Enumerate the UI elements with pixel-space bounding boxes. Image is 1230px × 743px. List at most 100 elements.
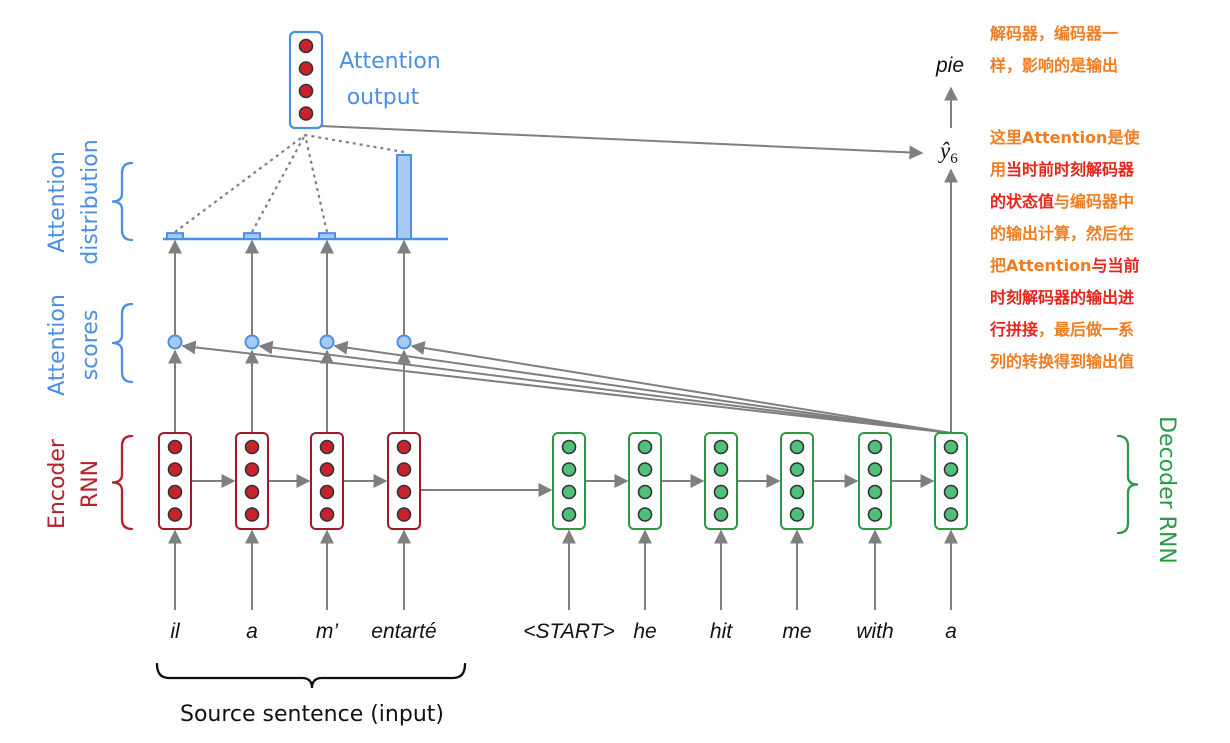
decoder-cell-6 bbox=[934, 432, 968, 530]
attention-output-unit-1 bbox=[298, 38, 314, 54]
encoder-cell-3-unit-3 bbox=[319, 484, 335, 500]
note2-line-4-segment-1: 的输出计算，然后在 bbox=[990, 224, 1135, 243]
decoder-cell-4-unit-1 bbox=[789, 439, 805, 455]
arrows-layer bbox=[168, 86, 958, 610]
encoder-word-3: m’ bbox=[316, 620, 338, 643]
dec-to-score-arrow-4 bbox=[410, 341, 952, 434]
brace-encoder-rnn bbox=[111, 434, 134, 531]
score-circle-1 bbox=[167, 334, 183, 350]
encoder-word-4: entarté bbox=[371, 620, 436, 643]
note2-line-7-segment-2: ，最后做一系 bbox=[1038, 320, 1135, 339]
y-hat-symbol: ŷ bbox=[938, 138, 951, 163]
decoder-cell-1-unit-2 bbox=[561, 462, 577, 477]
score-circle-4 bbox=[396, 334, 412, 350]
annotation-note-decoder-output: 解码器，编码器一 样，影响的是输出 bbox=[990, 18, 1118, 82]
attention-output-label-line1: Attention bbox=[339, 49, 441, 74]
encoder-cell-2-unit-2 bbox=[244, 462, 260, 477]
dec-to-score-arrow-1 bbox=[181, 340, 952, 434]
y-hat-subscript: 6 bbox=[950, 151, 958, 167]
note2-line-3: 的状态值与编码器中 bbox=[990, 186, 1139, 218]
distribution-bar-4 bbox=[396, 154, 412, 240]
decoder-word-1: <START> bbox=[523, 620, 614, 643]
attention-distribution-label-line2: distribution bbox=[78, 139, 103, 264]
note2-line-6-segment-1: 时刻解码器的输出进 bbox=[990, 288, 1135, 307]
score-circle-2 bbox=[244, 334, 260, 350]
decoder-cell-2-unit-4 bbox=[637, 507, 653, 522]
attention-output-unit-2 bbox=[298, 61, 314, 76]
decoder-cell-4-unit-3 bbox=[789, 484, 805, 500]
text-layer: Attention output Attention distribution … bbox=[45, 49, 1179, 727]
note2-line-7: 行拼接，最后做一系 bbox=[990, 314, 1139, 346]
decoder-cell-2 bbox=[628, 432, 662, 530]
decoder-cell-3-unit-4 bbox=[713, 507, 729, 522]
dec-to-score-arrow-3 bbox=[333, 340, 952, 434]
encoder-cell-2-unit-4 bbox=[244, 507, 260, 522]
shapes-layer bbox=[111, 30, 1139, 689]
encoder-cell-4 bbox=[387, 432, 421, 530]
note1-line1: 解码器，编码器一 bbox=[990, 24, 1119, 43]
attention-output-cell bbox=[288, 30, 324, 130]
decoder-cell-4-unit-4 bbox=[789, 507, 805, 522]
decoder-cell-5 bbox=[858, 432, 892, 530]
encoder-cell-2-unit-3 bbox=[244, 484, 260, 500]
decoder-cell-1-unit-1 bbox=[561, 439, 577, 455]
dist-to-output-dotted-2 bbox=[251, 134, 306, 233]
encoder-rnn-label-line2: RNN bbox=[78, 460, 103, 508]
distribution-bar-1 bbox=[166, 232, 184, 241]
dist-to-output-dotted-4 bbox=[304, 133, 405, 154]
decoder-cell-3 bbox=[704, 432, 738, 530]
encoder-cell-1-unit-4 bbox=[167, 507, 183, 522]
encoder-cell-1 bbox=[158, 432, 192, 530]
decoder-rnn-label: Decoder RNN bbox=[1154, 416, 1179, 564]
brace-source-sentence bbox=[155, 662, 467, 689]
encoder-cell-3-unit-1 bbox=[319, 439, 335, 455]
attention-output-to-yhat-arrow bbox=[319, 125, 924, 160]
attention-scores-label-line2: scores bbox=[78, 310, 103, 381]
encoder-cell-2 bbox=[235, 432, 269, 530]
attention-scores-label-line1: Attention bbox=[45, 294, 70, 396]
note2-line-1: 这里Attention是使 bbox=[990, 122, 1139, 154]
decoder-cell-3-unit-1 bbox=[713, 439, 729, 455]
note2-line-3-segment-2: 与编码器中 bbox=[1054, 192, 1135, 211]
note2-line-1-segment-1: 这里Attention是使 bbox=[990, 128, 1140, 147]
decoder-cell-1-unit-4 bbox=[561, 507, 577, 522]
decoder-cell-6-unit-3 bbox=[943, 484, 959, 500]
distribution-bar-2 bbox=[243, 232, 261, 241]
decoder-cell-1 bbox=[552, 432, 586, 530]
encoder-cell-4-unit-2 bbox=[396, 462, 412, 477]
note2-line-3-segment-1: 的状态值 bbox=[990, 192, 1055, 211]
decoder-word-5: with bbox=[856, 620, 893, 643]
output-word-pie: pie bbox=[935, 54, 964, 77]
decoder-cell-3-unit-2 bbox=[713, 462, 729, 477]
dist-to-output-dotted-1 bbox=[174, 134, 306, 233]
note2-line-8-segment-1: 列的转换得到输出值 bbox=[990, 352, 1135, 371]
decoder-word-6: a bbox=[945, 620, 957, 643]
encoder-rnn-label-line1: Encoder bbox=[45, 438, 70, 529]
encoder-cell-2-unit-1 bbox=[244, 439, 260, 455]
decoder-cell-5-unit-3 bbox=[867, 484, 883, 500]
note2-line-2-segment-2: 当时前时刻解码器 bbox=[1006, 160, 1135, 179]
decoder-cell-1-unit-3 bbox=[561, 484, 577, 500]
note2-line-8: 列的转换得到输出值 bbox=[990, 346, 1139, 378]
note2-line-2-segment-1: 用 bbox=[990, 160, 1007, 179]
decoder-cell-4 bbox=[780, 432, 814, 530]
note1-line2: 样，影响的是输出 bbox=[990, 56, 1119, 75]
encoder-cell-3-unit-4 bbox=[319, 507, 335, 522]
note2-line-7-segment-1: 行拼接 bbox=[990, 320, 1039, 339]
encoder-cell-1-unit-3 bbox=[167, 484, 183, 500]
encoder-word-2: a bbox=[246, 620, 258, 643]
annotation-note-attention-explanation: 这里Attention是使用当时前时刻解码器的状态值与编码器中的输出计算，然后在… bbox=[990, 122, 1139, 378]
decoder-word-4: me bbox=[782, 620, 811, 643]
brace-decoder-rnn bbox=[1116, 434, 1139, 535]
encoder-cell-4-unit-3 bbox=[396, 484, 412, 500]
note2-line-5: 把Attention与当前 bbox=[990, 250, 1139, 282]
note2-line-5-segment-1: 把Attention bbox=[990, 256, 1092, 275]
source-sentence-label: Source sentence (input) bbox=[180, 702, 444, 727]
decoder-cell-4-unit-2 bbox=[789, 462, 805, 477]
decoder-cell-6-unit-1 bbox=[943, 439, 959, 455]
distribution-bar-3 bbox=[318, 232, 336, 241]
encoder-cell-3-unit-2 bbox=[319, 462, 335, 477]
encoder-cell-1-unit-2 bbox=[167, 462, 183, 477]
